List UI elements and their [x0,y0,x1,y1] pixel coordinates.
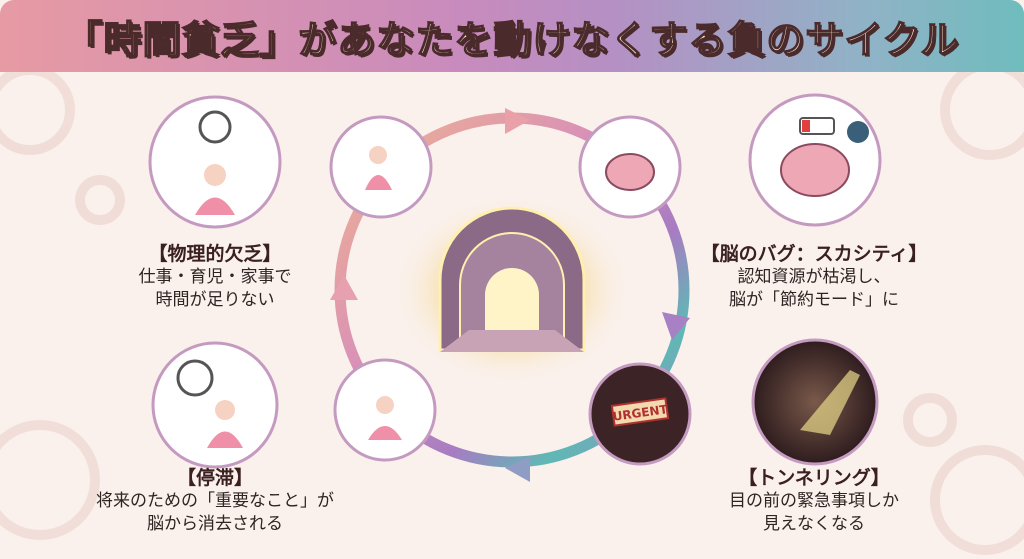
stage-brain-bug: 【脳のバグ：スカシティ】 認知資源が枯渇し、 脳が「節約モード」に [664,239,964,312]
stage-description: 脳から消去される [147,514,283,534]
brain-icon [605,143,850,197]
stage-large-circles [148,93,882,469]
battery-icon [799,117,835,135]
spotlight-tunnel-circle [751,338,879,466]
stage-description: 目の前の緊急事項しか [729,491,899,511]
stage-description: 脳が「節約モード」に [729,290,899,310]
woman-icon [195,146,402,448]
title-rest: があなたを動けなくする負のサイクル [298,17,960,63]
tunnel-illustration [392,195,632,385]
family-scene-circle [329,115,433,219]
stage-heading: 【停滞】 [176,467,253,489]
stage-description: 仕事・育児・家事で [138,267,292,287]
cycle-diagram: URGENT [0,72,1024,555]
stage-description: 見えなくなる [763,514,865,534]
stage-heading: 【脳のバグ：スカシティ】 [700,243,928,265]
gear-decoration [0,72,1024,555]
title-highlight: 「時間貧乏」 [64,17,299,63]
urgent-sign [610,397,670,427]
spotlight-beam [800,370,860,435]
power-icon [847,121,869,143]
stage-heading: 【物理的欠乏】 [148,243,282,265]
busy-mother-circle [148,95,282,229]
stage-stagnation: 【停滞】 将来のための「重要なこと」が 脳から消去される [65,463,365,536]
page-title: 「時間貧乏」があなたを動けなくする負のサイクル [64,9,960,64]
stage-description: 時間が足りない [155,290,275,310]
clock-icon [176,110,232,397]
cycle-arrows [330,108,690,482]
stuck-woman-circle [151,341,279,469]
stage-physical-scarcity: 【物理的欠乏】 仕事・育児・家事で 時間が足りない [65,239,365,312]
stage-heading: 【トンネリング】 [738,467,890,489]
stage-description: 将来のための「重要なこと」が [96,491,334,511]
title-banner: 「時間貧乏」があなたを動けなくする負のサイクル [0,0,1024,72]
stage-description: 認知資源が枯渇し、 [737,267,891,287]
stage-tunneling: 【トンネリング】 目の前の緊急事項しか 見えなくなる [664,463,964,536]
